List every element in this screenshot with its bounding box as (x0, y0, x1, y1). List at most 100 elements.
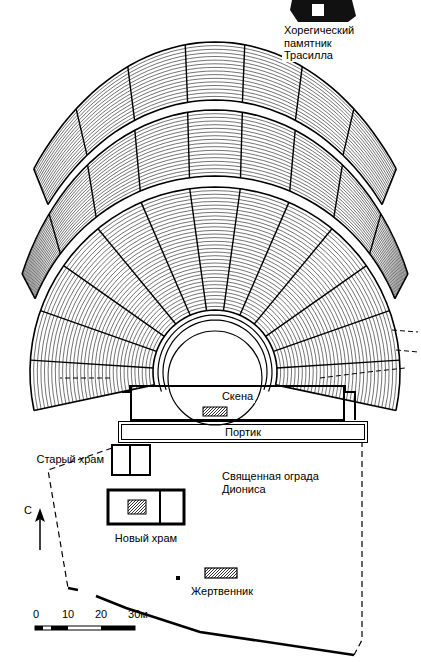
seat-row (46, 93, 384, 200)
seat-row (106, 263, 324, 395)
stairway (88, 165, 97, 217)
stairway (22, 274, 35, 299)
seat-row (26, 128, 404, 280)
altar (205, 568, 237, 578)
enclosure-dashed (48, 448, 112, 588)
stairway (395, 274, 408, 299)
seat-row (55, 212, 374, 405)
new-temple-wall (159, 490, 161, 524)
seat-row (102, 259, 327, 395)
seat-row (33, 165, 397, 295)
old-temple (112, 445, 150, 475)
seat-row (117, 274, 313, 393)
building-name: Скена (220, 390, 255, 403)
stairway (76, 109, 87, 155)
scale-number: 10 (62, 608, 74, 621)
seat-row (44, 82, 387, 193)
skene-building: Скена (130, 385, 345, 421)
stairway (141, 202, 190, 315)
seat-row (84, 241, 345, 399)
stairway (295, 67, 302, 121)
seat-row (36, 53, 393, 176)
stairway (343, 109, 354, 155)
seat-row (128, 285, 303, 391)
seat-row (110, 267, 321, 394)
scale-number: 0 (33, 608, 39, 621)
building-label: Старый храм (37, 453, 105, 466)
seat-row (92, 249, 339, 398)
stairway (254, 229, 332, 324)
stairway (382, 169, 396, 205)
stairway (49, 214, 60, 254)
seat-row (28, 139, 402, 284)
stairway (242, 45, 244, 103)
seat-row (41, 71, 389, 187)
seat-row (113, 270, 317, 393)
seat-row (142, 299, 288, 387)
stairway (277, 360, 400, 368)
stairway (98, 229, 176, 324)
seat-row (30, 150, 400, 289)
seat-row (88, 245, 342, 399)
seat-row (37, 57, 392, 178)
seat-row (32, 158, 399, 292)
cult-base (128, 500, 146, 514)
seat-row (30, 187, 400, 411)
portico-box: Портик (118, 421, 368, 443)
stairway (276, 385, 396, 411)
scale-number: 30м (128, 608, 148, 621)
north-letter: С (24, 504, 32, 517)
orchestra-circle (168, 331, 262, 425)
seat-row (25, 125, 405, 280)
seat-row (44, 86, 385, 196)
stairway (64, 266, 165, 337)
seat-row (95, 252, 335, 397)
area-label: Священная ограда Диониса (222, 470, 342, 495)
stairway (135, 130, 140, 191)
seat-row (45, 202, 386, 408)
seat-row (40, 67, 390, 184)
enclosure-wall (68, 588, 354, 655)
seat-row (32, 161, 398, 293)
seat-row (48, 100, 382, 205)
stairway (128, 67, 135, 121)
stairway (190, 189, 207, 311)
stairway (30, 360, 153, 368)
seat-row (24, 117, 407, 276)
stairway (223, 189, 240, 311)
skene-wall (122, 385, 355, 420)
seat-row (63, 220, 368, 404)
stairway (240, 202, 289, 315)
seat-row (153, 310, 277, 385)
scale-number: 20 (95, 608, 107, 621)
seat-row (99, 256, 332, 397)
stairway (185, 45, 187, 103)
north-arrow (39, 518, 41, 550)
building-label: Новый храм (115, 532, 177, 545)
parodos-line (60, 330, 418, 378)
seat-row (35, 176, 395, 299)
skene-base (203, 407, 227, 416)
building-name: Портик (223, 426, 263, 439)
seat-row (39, 64, 391, 182)
stairway (334, 165, 343, 217)
building-label: Жертвенник (191, 585, 253, 598)
stairway (40, 311, 156, 352)
seat-row (45, 89, 384, 198)
seat-row (41, 198, 389, 408)
stairway (34, 385, 154, 411)
stairway (34, 169, 48, 205)
seat-row (81, 238, 350, 400)
stairway (241, 112, 243, 177)
seat-row (24, 121, 405, 278)
seat-row (43, 78, 388, 191)
seat-row (29, 143, 402, 286)
seat-row (70, 227, 360, 402)
scale-bar (35, 626, 135, 630)
seat-row (66, 223, 364, 403)
seat-row (36, 49, 395, 173)
seat-row (37, 194, 392, 409)
seat-row (38, 60, 392, 180)
stairway (188, 112, 190, 177)
